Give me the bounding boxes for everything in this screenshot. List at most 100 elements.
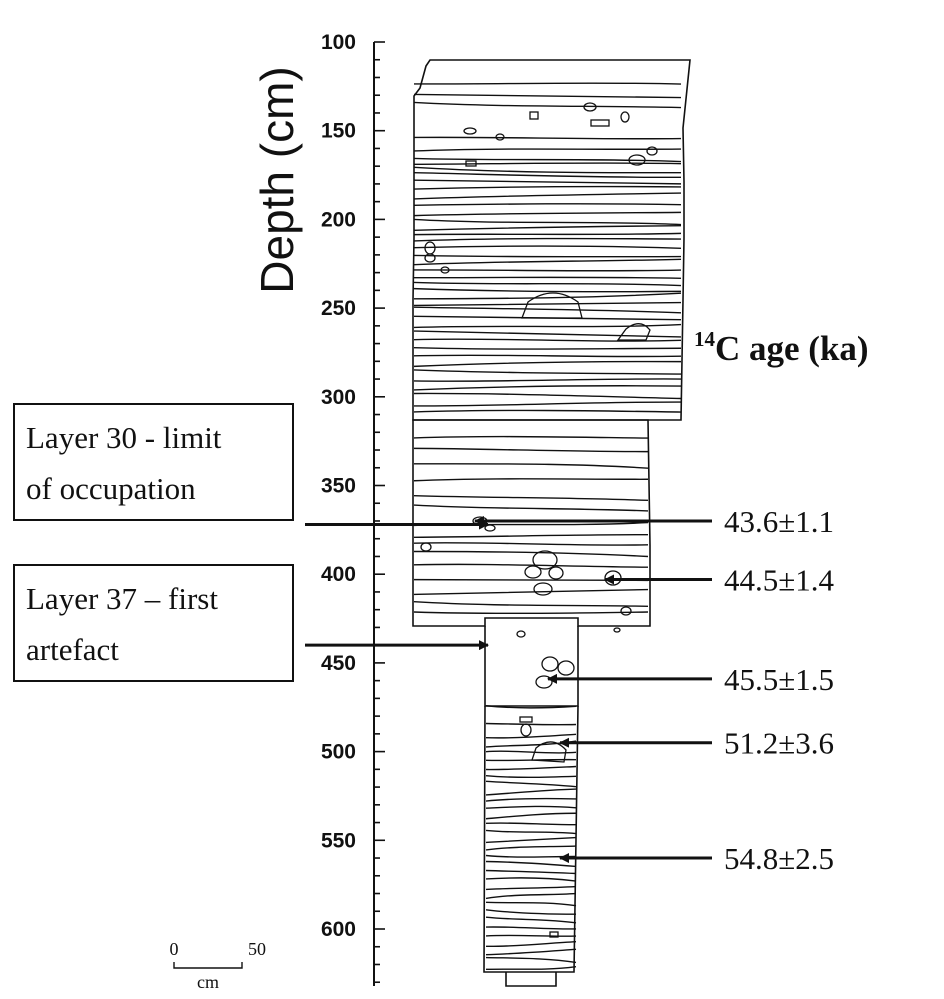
annotation-line-1: Layer 30 - limit <box>26 420 222 455</box>
stratum-line <box>485 948 577 956</box>
age-markers: 43.6±1.144.5±1.445.5±1.551.2±3.654.8±2.5… <box>474 504 835 876</box>
stratum-line <box>485 836 577 844</box>
stratum-line <box>485 877 577 882</box>
stratum-line <box>413 504 649 512</box>
stratum-line <box>413 601 649 607</box>
stratum-line <box>413 563 649 568</box>
scale-bar-unit: cm <box>197 972 219 992</box>
stratum-line <box>485 901 577 907</box>
stratum-line <box>413 185 682 190</box>
tick-label: 300 <box>321 386 356 409</box>
stratum-line <box>413 588 649 596</box>
stratum-line <box>413 360 682 368</box>
age-label: 45.5±1.5 <box>724 662 834 697</box>
stratum-line <box>485 860 577 868</box>
annotation-line-2: artefact <box>26 632 119 667</box>
stratum-line <box>485 845 577 851</box>
stratum-line <box>413 179 682 185</box>
stratum-line <box>485 926 577 930</box>
stratum-line <box>413 478 649 482</box>
stratum-line <box>413 269 682 272</box>
stratum-line <box>485 869 577 875</box>
stratum-line <box>413 166 682 174</box>
stratum-line <box>413 258 682 266</box>
stratum-line <box>413 542 649 546</box>
tick-label: 450 <box>321 652 356 675</box>
stratum-line <box>485 822 577 826</box>
tick-label: 400 <box>321 563 356 586</box>
stratum-line <box>413 463 649 469</box>
stratum-line <box>413 245 682 249</box>
scale-bar-line <box>173 962 243 969</box>
age-label: 44.5±1.4 <box>724 563 835 598</box>
middle-block-outline <box>412 419 651 627</box>
stratum-line <box>413 611 649 615</box>
stratum-line <box>485 916 577 924</box>
stratum-line <box>413 409 682 413</box>
stratum-line <box>485 705 577 709</box>
stratum-line <box>413 533 649 539</box>
stratum-line <box>485 940 577 948</box>
stratum-line <box>485 797 577 802</box>
stratum-line <box>485 750 577 754</box>
stratum-line <box>413 136 682 140</box>
stratum-line <box>413 447 649 453</box>
stratum-line <box>485 892 577 900</box>
stratum-line <box>485 758 577 762</box>
tick-label: 250 <box>321 297 356 320</box>
stratum-line <box>485 956 577 964</box>
stratum-line <box>413 494 649 502</box>
stratum-line <box>413 392 682 400</box>
stratum-line <box>413 157 682 163</box>
stratum-line <box>413 281 682 287</box>
tick-label: 600 <box>321 918 356 941</box>
stratum-line <box>413 211 682 217</box>
stratum-line <box>485 965 577 971</box>
stratum-line <box>413 232 682 236</box>
age-heading-superscript: 14 <box>694 327 716 351</box>
stratum-line <box>413 237 682 242</box>
stratum-line <box>413 162 682 166</box>
stratum-line <box>485 722 577 726</box>
upper-block-outline <box>412 59 691 421</box>
annotation-box <box>13 403 294 521</box>
stratum-line <box>413 347 682 350</box>
stratum-line <box>413 203 682 206</box>
stratum-line <box>485 805 577 809</box>
scale-bar-left-label: 0 <box>170 939 179 959</box>
scale-bar-right-label: 50 <box>248 939 266 959</box>
stratum-line <box>413 354 682 358</box>
stratum-line <box>413 93 682 99</box>
stratum-line <box>413 101 682 109</box>
annotation-box <box>13 564 294 682</box>
stratum-line <box>485 733 577 739</box>
stratum-line <box>485 765 577 771</box>
stratum-line <box>413 301 682 307</box>
stratum-line <box>485 788 577 796</box>
depth-axis: 100150200250300350400450500550600650 Dep… <box>251 31 385 986</box>
stratum-line <box>485 934 577 937</box>
stratum-line <box>485 780 577 788</box>
axis-tick-labels: 100150200250300350400450500550600650 <box>321 31 356 941</box>
age-heading-text: C age (ka) <box>715 329 869 368</box>
stratum-line <box>413 218 682 226</box>
stratum-line <box>413 172 682 179</box>
stratum-line <box>413 224 682 232</box>
scale-bar: 0 50 cm <box>170 939 267 992</box>
tick-label: 200 <box>321 208 356 231</box>
stratum-line <box>413 292 682 300</box>
stratum-line <box>413 378 682 382</box>
basal-lens-outline <box>505 972 557 987</box>
age-label: 54.8±2.5 <box>724 841 834 876</box>
stratum-line <box>413 401 682 407</box>
stratum-line <box>413 82 682 85</box>
stratum-line <box>413 148 682 152</box>
clasts <box>420 102 658 938</box>
stratum-line <box>413 385 682 391</box>
stratum-line <box>413 192 682 200</box>
stratum-line <box>413 306 682 314</box>
stratum-line <box>413 254 682 258</box>
stratum-line <box>413 369 682 375</box>
stratum-line <box>413 276 682 279</box>
